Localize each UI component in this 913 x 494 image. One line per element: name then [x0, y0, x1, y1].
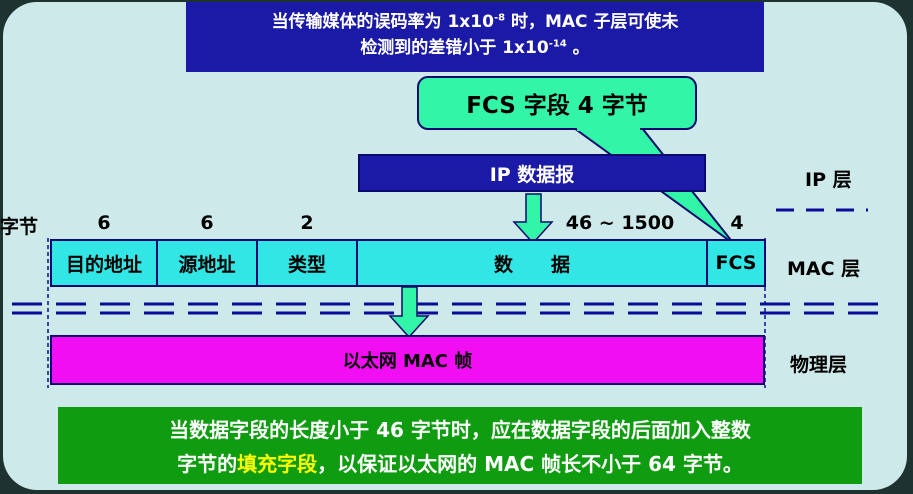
byte-count-type: 2 [300, 212, 314, 234]
ip-layer-label: IP 层 [805, 169, 852, 191]
frame-field-type: 类型 [256, 239, 358, 287]
byte-count-src: 6 [200, 212, 214, 234]
frame-field-fcs: FCS [706, 239, 766, 287]
byte-count-fcs: 4 [730, 212, 744, 234]
top-note: 当传输媒体的误码率为 1x10-8 时，MAC 子层可使未 检测到的差错小于 1… [186, 2, 764, 72]
physical-frame-box: 以太网 MAC 帧 [50, 335, 765, 385]
fcs-callout-text: FCS 字段 4 字节 [466, 93, 648, 119]
padding-field-highlight: 填充字段 [237, 452, 318, 476]
bottom-note-line-1: 当数据字段的长度小于 46 字节时，应在数据字段的后面加入整数 [169, 418, 751, 442]
mac-layer-label: MAC 层 [787, 258, 861, 280]
byte-unit-label: 字节 [0, 216, 39, 238]
bottom-note: 当数据字段的长度小于 46 字节时，应在数据字段的后面加入整数 字节的填充字段，… [58, 407, 862, 484]
frame-field-dest: 目的地址 [50, 239, 158, 287]
bottom-note-line-2: 字节的填充字段，以保证以太网的 MAC 帧长不小于 64 字节。 [177, 452, 743, 476]
byte-count-data: 46 ~ 1500 [565, 212, 675, 234]
top-note-line-1: 当传输媒体的误码率为 1x10-8 时，MAC 子层可使未 [271, 12, 679, 32]
frame-field-data: 数 据 [356, 239, 708, 287]
byte-count-dest: 6 [97, 212, 111, 234]
top-note-line-2: 检测到的差错小于 1x10-14 。 [360, 38, 590, 58]
physical-layer-label: 物理层 [790, 354, 848, 376]
frame-field-src: 源地址 [156, 239, 258, 287]
ip-datagram-box: IP 数据报 [358, 154, 706, 192]
